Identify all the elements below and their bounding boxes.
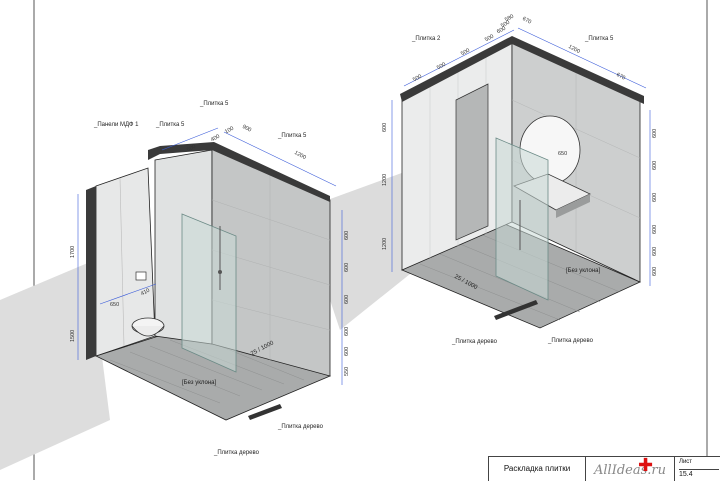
dim-right-l1200a: 1200 (382, 173, 388, 186)
dim-left-1700: 1700 (70, 245, 76, 258)
sheet-number-cell: Лист 15.4 (675, 457, 720, 481)
dim-right-r600e: 600 (652, 246, 658, 256)
right-bathroom-view (391, 27, 651, 329)
left-top-cap (148, 142, 330, 202)
dim-right-r600f: 600 (652, 266, 658, 276)
sheet-number: 15.4 (679, 469, 719, 478)
dim-right-r600d: 600 (652, 224, 658, 234)
dim-left-r600d: 600 (344, 326, 350, 336)
dim-left-r550: 550 (344, 366, 350, 376)
left-shower-glass (181, 213, 237, 373)
logo-cross-icon: ✚ (638, 455, 654, 476)
label-tile5-left-b: _Плитка 5 (200, 101, 229, 107)
logo-text: AllIdeas.ru (594, 463, 666, 478)
label-wood-right-2: _Плитка дерево (548, 338, 593, 344)
shadow-left (0, 262, 110, 470)
sheet-label: Лист (679, 459, 693, 465)
label-wood-left-2: _Плитка дерево (214, 450, 259, 456)
label-wood-left-1: _Плитка дерево (278, 424, 323, 430)
dim-left-r600b: 600 (344, 262, 350, 272)
label-tile5-right: _Плитка 5 (585, 36, 614, 42)
toilet (131, 271, 165, 337)
dim-left-r600e: 600 (344, 346, 350, 356)
dim-right-l600: 600 (382, 122, 388, 132)
label-wood-right-1: _Плитка дерево (452, 339, 497, 345)
label-no-slope-right: [Без уклона] (566, 268, 601, 274)
dim-right-mirror650: 650 (558, 151, 568, 157)
label-tile5-left-c: _Плитка 5 (278, 133, 307, 139)
dim-right-r600b: 600 (652, 160, 658, 170)
right-top-cap (400, 36, 644, 104)
door (455, 83, 489, 241)
label-tile5-left-a: _Плитка 5 (156, 122, 185, 128)
dim-right-r600a: 600 (652, 128, 658, 138)
dim-left-1500: 1500 (70, 329, 76, 342)
brand-logo: AllIdeas.ru ✚ (586, 457, 675, 481)
dim-left-r600a: 600 (344, 230, 350, 240)
sheet-title: Раскладка плитки (489, 457, 586, 481)
label-panels-mdf: _Панели МДФ 1 (94, 122, 139, 128)
label-tile2: _Плитка 2 (412, 36, 441, 42)
dim-right-l1200b: 1200 (382, 237, 388, 250)
dim-left-650: 650 (110, 302, 120, 308)
dim-left-r600c: 600 (344, 294, 350, 304)
dim-right-r600c: 600 (652, 192, 658, 202)
label-no-slope-left: [Без уклона] (182, 380, 217, 386)
left-wall-dark-edge (86, 186, 96, 360)
title-block: Раскладка плитки AllIdeas.ru ✚ Лист 15.4 (488, 456, 720, 481)
right-shower-glass (495, 137, 549, 301)
left-bathroom-view (77, 127, 343, 421)
